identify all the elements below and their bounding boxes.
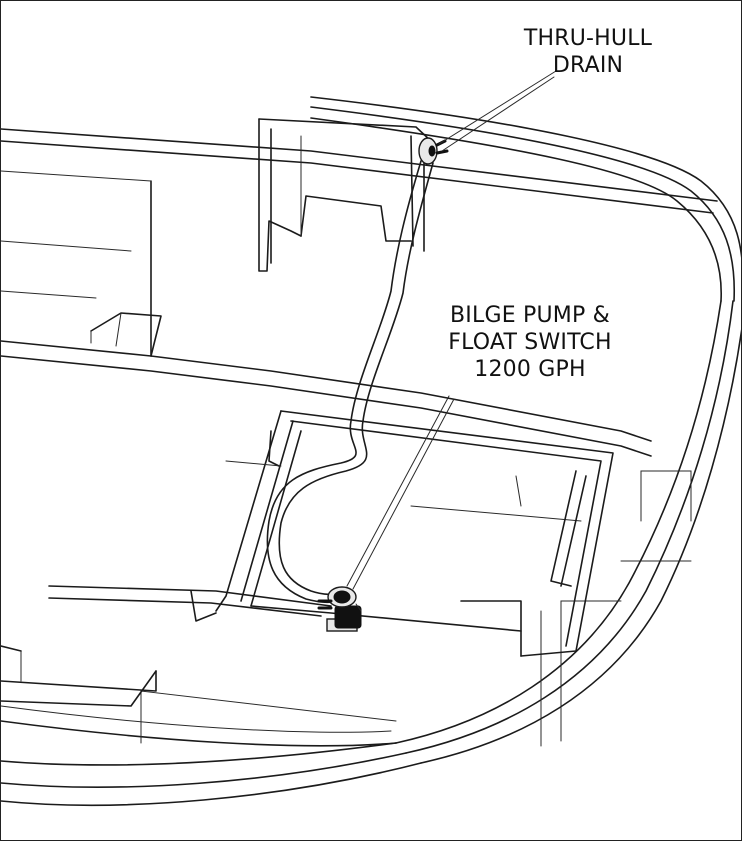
discharge-hose xyxy=(266,160,434,604)
thru-hull-label-line2: DRAIN xyxy=(552,53,624,78)
bilge-pump-label: BILGE PUMP & FLOAT SWITCH 1200 GPH xyxy=(416,302,644,383)
thru-hull-label-line1: THRU-HULL xyxy=(523,26,653,51)
bilge-well xyxy=(215,410,614,657)
bilge-label-line3: 1200 GPH xyxy=(474,357,586,382)
lower-deck xyxy=(1,585,332,707)
leader-lines xyxy=(346,70,557,590)
hull-outline xyxy=(1,96,741,807)
bilge-pump xyxy=(317,586,362,632)
center-box xyxy=(258,118,432,272)
deck-ledge xyxy=(1,128,718,457)
bilge-label-line1: BILGE PUMP & xyxy=(450,303,610,328)
thru-hull-drain-label: THRU-HULL DRAIN xyxy=(513,25,663,79)
bilge-label-line2: FLOAT SWITCH xyxy=(448,330,612,355)
